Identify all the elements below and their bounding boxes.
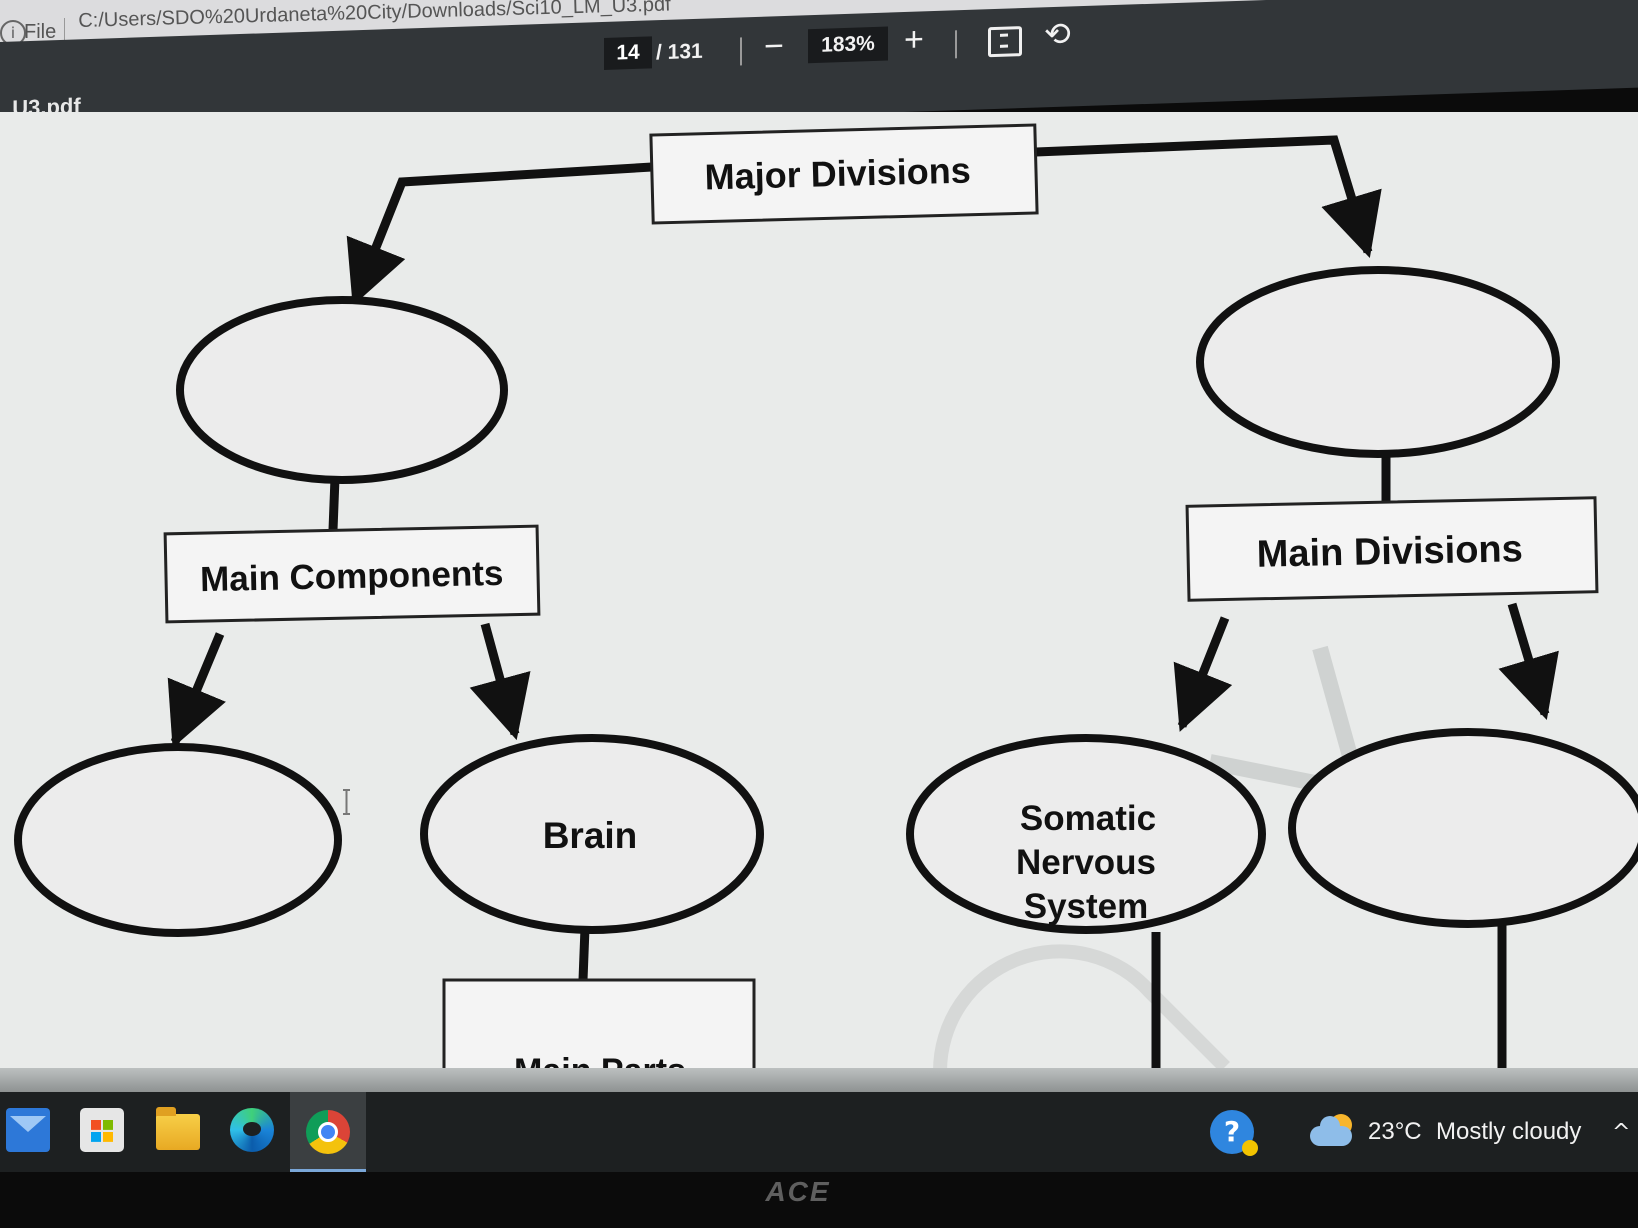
- watermark-shape: [932, 944, 1230, 1072]
- partial-bottom-node: Main Parts: [442, 978, 756, 1072]
- rotate-icon[interactable]: ⟲: [1044, 14, 1071, 54]
- somatic-label-line3: System: [1024, 887, 1149, 926]
- monitor-brand-logo: ACE: [765, 1176, 831, 1207]
- connector-brain-parts: [578, 927, 590, 981]
- connector-box-leaf1: [167, 632, 226, 748]
- zoom-out-button[interactable]: −: [764, 26, 784, 67]
- partly-cloudy-icon[interactable]: [1310, 1114, 1356, 1148]
- left-leaf-oval-node: [14, 743, 342, 937]
- text-cursor-icon: [343, 789, 350, 815]
- main-divisions-node: Main Divisions: [1185, 496, 1599, 602]
- toolbar-divider: [955, 30, 957, 59]
- main-divisions-label: Main Divisions: [1256, 528, 1523, 576]
- main-components-label: Main Components: [200, 554, 504, 599]
- connector-lines: [167, 135, 1559, 1072]
- chrome-icon[interactable]: [306, 1110, 350, 1154]
- monitor-bezel: [0, 1172, 1638, 1228]
- toolbar-divider: [740, 37, 742, 66]
- file-explorer-icon[interactable]: [156, 1107, 200, 1150]
- zoom-in-button[interactable]: +: [904, 19, 924, 60]
- connector-root-left: [346, 162, 653, 306]
- fit-to-page-icon[interactable]: [988, 26, 1022, 58]
- cloud-shape: [1310, 1116, 1352, 1146]
- minus-icon: −: [764, 26, 784, 66]
- main-components-node: Main Components: [163, 524, 541, 624]
- page-number-input[interactable]: 14: [604, 36, 652, 70]
- connector-root-right: [1035, 135, 1382, 259]
- weather-condition[interactable]: Mostly cloudy: [1436, 1118, 1582, 1145]
- horizontal-scrollbar[interactable]: [0, 1068, 1638, 1092]
- plus-icon: +: [904, 20, 924, 60]
- somatic-label-line2: Nervous: [1016, 843, 1156, 882]
- connector-divisions-leaf2: [1498, 602, 1559, 721]
- partial-bottom-label: Main Parts: [514, 1052, 686, 1072]
- concept-map: Major Divisions Main Components Main Div…: [14, 123, 1638, 1072]
- connector-box-leaf2: [469, 622, 531, 741]
- left-oval-node: [176, 296, 508, 484]
- brain-oval-node: Brain: [420, 734, 764, 934]
- pdf-page: Major Divisions Main Components Main Div…: [0, 112, 1638, 1072]
- connector-divisions-leaf1: [1173, 616, 1233, 732]
- mail-icon[interactable]: [6, 1108, 50, 1152]
- root-label: Major Divisions: [704, 150, 971, 198]
- connector-left-oval-box: [328, 477, 340, 531]
- page-count: / 131: [656, 39, 703, 65]
- right-oval-node: [1196, 266, 1560, 458]
- file-label: File: [24, 21, 57, 43]
- tray-chevron-icon[interactable]: ^: [1612, 1120, 1631, 1145]
- address-separator: [64, 18, 65, 44]
- somatic-oval-node: Somatic Nervous System: [906, 734, 1266, 934]
- brain-label: Brain: [543, 815, 638, 856]
- right-leaf-oval-node: [1288, 728, 1638, 928]
- help-icon[interactable]: ?: [1210, 1110, 1258, 1156]
- store-icon[interactable]: [80, 1108, 124, 1152]
- somatic-label-line1: Somatic: [1020, 799, 1156, 838]
- edge-icon[interactable]: [230, 1108, 274, 1152]
- zoom-level-input[interactable]: 183%: [808, 26, 888, 64]
- root-node: Major Divisions: [649, 123, 1039, 225]
- weather-temperature[interactable]: 23°C: [1368, 1118, 1422, 1145]
